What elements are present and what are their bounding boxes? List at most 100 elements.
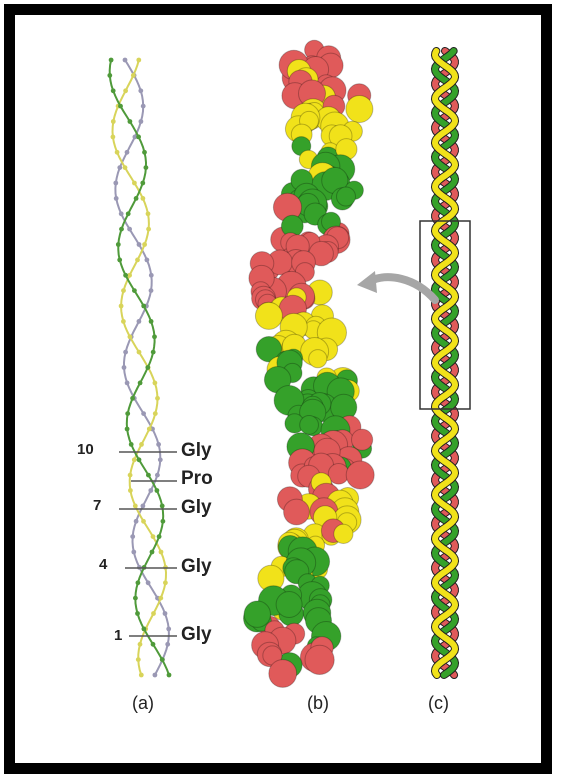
atom-ball [121, 288, 126, 293]
panel-c-triple-helix [435, 51, 455, 675]
atom-ball [146, 227, 151, 232]
residue-label-gly-1: Gly [181, 624, 212, 646]
collagen-illustration [15, 15, 543, 765]
atom-ball [131, 550, 136, 555]
atom-ball [149, 319, 154, 324]
atom-ball [147, 427, 152, 432]
atom-ball [136, 657, 141, 662]
panel-label-a: (a) [132, 693, 154, 714]
atom-ball [121, 319, 126, 324]
panel-a-stick-model [107, 58, 171, 678]
atom-sphere [300, 416, 319, 435]
atom-ball [122, 365, 127, 370]
atom-ball [134, 519, 139, 524]
atom-ball [141, 304, 146, 309]
atom-ball [146, 211, 151, 216]
atom-ball [155, 396, 160, 401]
atom-ball [133, 504, 138, 509]
atom-ball [142, 242, 147, 247]
atom-ball [125, 150, 130, 155]
atom-sphere [276, 592, 302, 618]
atom-ball [140, 181, 145, 186]
atom-ball [141, 104, 146, 109]
atom-ball [115, 150, 120, 155]
atom-ball [138, 381, 143, 386]
atom-ball [151, 611, 156, 616]
atom-ball [136, 580, 141, 585]
atom-ball [137, 457, 142, 462]
atom-ball [163, 580, 168, 585]
atom-ball [138, 642, 143, 647]
atom-ball [145, 258, 150, 263]
atom-ball [142, 150, 147, 155]
atom-sphere [269, 660, 297, 688]
atom-ball [167, 673, 172, 678]
atom-ball [132, 457, 137, 462]
atom-ball [160, 657, 165, 662]
atom-ball [151, 350, 156, 355]
atom-sphere [337, 187, 356, 206]
atom-ball [128, 119, 133, 124]
atom-ball [151, 642, 156, 647]
atom-ball [139, 119, 144, 124]
residue-number-10: 10 [77, 441, 94, 458]
residue-number-7: 7 [93, 497, 101, 514]
atom-ball [149, 288, 154, 293]
atom-ball [155, 488, 160, 493]
atom-ball [128, 473, 133, 478]
atom-ball [137, 319, 142, 324]
atom-ball [146, 580, 151, 585]
atom-ball [116, 242, 121, 247]
atom-ball [159, 550, 164, 555]
atom-ball [158, 457, 163, 462]
atom-sphere [352, 429, 373, 450]
atom-ball [136, 58, 141, 63]
atom-ball [141, 411, 146, 416]
atom-ball [142, 627, 147, 632]
atom-ball [139, 442, 144, 447]
atom-ball [155, 473, 160, 478]
atom-ball [127, 227, 132, 232]
atom-ball [153, 381, 158, 386]
panel-label-b: (b) [307, 693, 329, 714]
atom-ball [119, 211, 124, 216]
atom-ball [153, 673, 158, 678]
atom-ball [119, 304, 124, 309]
figure-canvas: 10 7 4 1 Gly Pro Gly Gly Gly (a) (b) (c) [13, 13, 543, 765]
panel-b-space-filling-model [244, 40, 375, 687]
atom-ball [149, 273, 154, 278]
atom-ball [157, 534, 162, 539]
atom-ball [153, 411, 158, 416]
atom-sphere [284, 499, 310, 525]
atom-ball [117, 258, 122, 263]
residue-label-gly-7: Gly [181, 497, 212, 519]
residue-label-gly-4: Gly [181, 556, 212, 578]
atom-ball [139, 673, 144, 678]
atom-ball [141, 504, 146, 509]
atom-ball [135, 258, 140, 263]
atom-sphere [334, 524, 353, 543]
atom-ball [109, 58, 114, 63]
atom-ball [114, 196, 119, 201]
atom-ball [137, 350, 142, 355]
atom-ball [111, 119, 116, 124]
atom-ball [156, 442, 161, 447]
atom-sphere [346, 96, 373, 123]
atom-ball [158, 596, 163, 601]
atom-ball [165, 642, 170, 647]
atom-ball [161, 519, 166, 524]
atom-sphere [244, 601, 270, 627]
atom-ball [144, 165, 149, 170]
atom-ball [125, 381, 130, 386]
residue-leader-lines [119, 452, 177, 636]
atom-sphere [305, 645, 334, 674]
atom-ball [146, 473, 151, 478]
atom-ball [145, 365, 150, 370]
atom-ball [133, 596, 138, 601]
atom-ball [111, 135, 116, 140]
atom-ball [130, 534, 135, 539]
atom-ball [119, 227, 124, 232]
atom-ball [166, 627, 171, 632]
atom-ball [132, 288, 137, 293]
atom-ball [113, 181, 118, 186]
